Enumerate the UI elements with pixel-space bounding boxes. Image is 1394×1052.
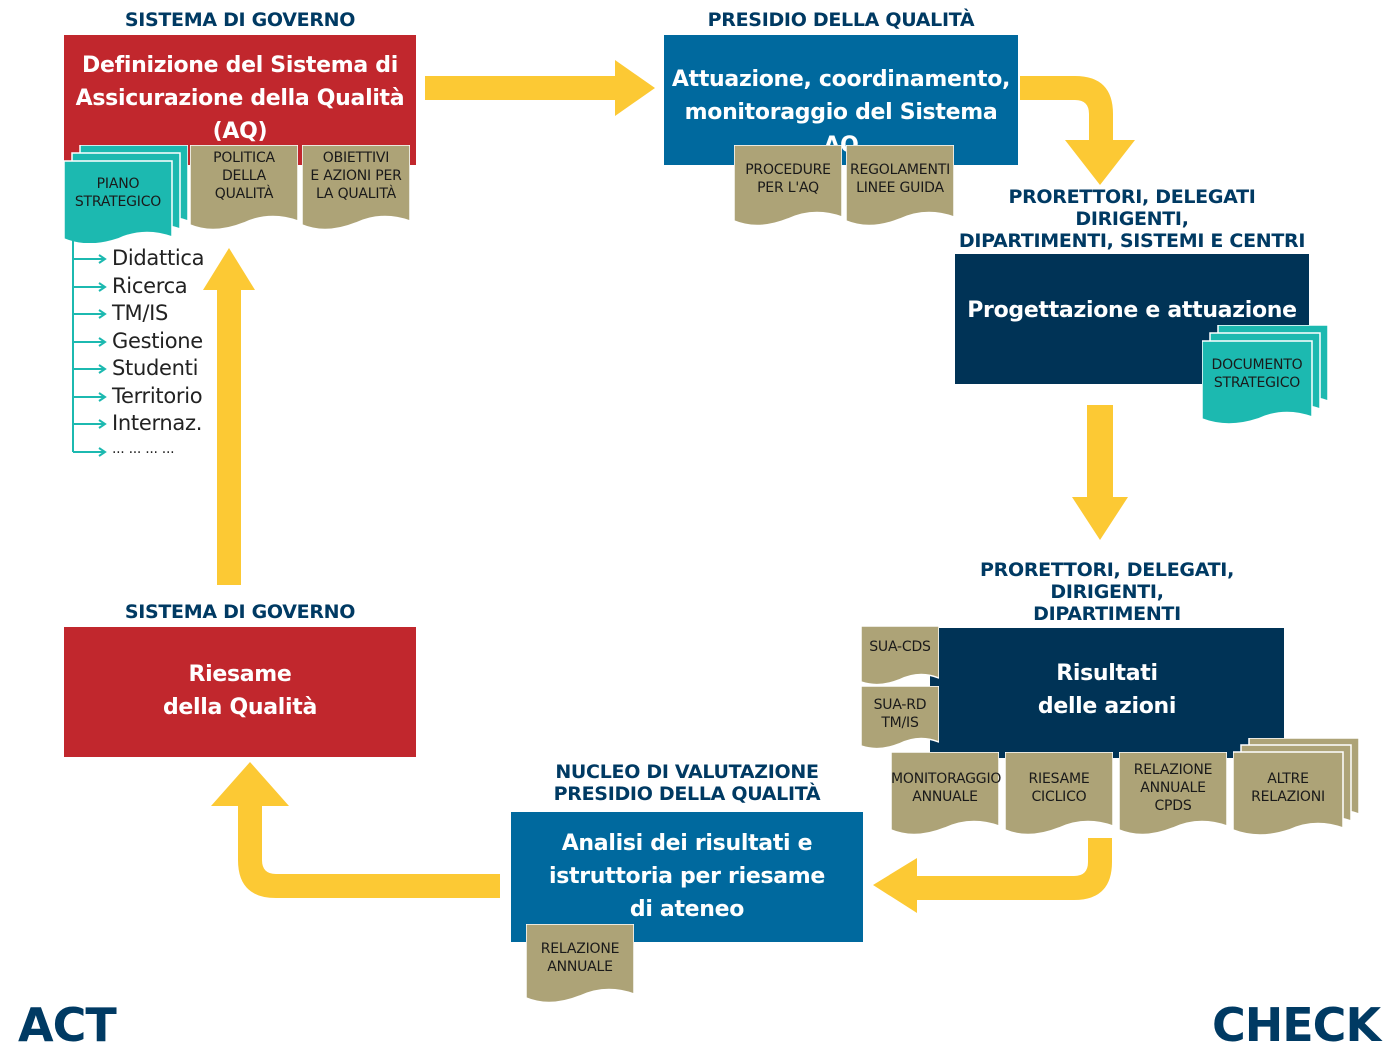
doc-icon [891, 752, 999, 836]
doc-stack-icon [1202, 325, 1328, 425]
doc-stack-icon [64, 145, 188, 243]
arrow-attuazione-to-progettazione [1020, 76, 1135, 185]
area-item: Gestione [112, 329, 203, 353]
doc-sua-rd: SUA-RD TM/IS [861, 686, 939, 750]
doc-politica-label: POLITICA DELLA QUALITÀ [213, 150, 275, 202]
doc-piano-strategico: PIANO STRATEGICO [64, 145, 188, 243]
doc-relazione-annuale: RELAZIONE ANNUALE [526, 924, 634, 1004]
heading-prorettori-progettazione: PRORETTORI, DELEGATI DIRIGENTI, DIPARTIM… [958, 186, 1306, 252]
box-riesame-label: Riesame della Qualità [162, 662, 317, 720]
box-risultati-label: Risultati delle azioni [1037, 661, 1177, 719]
heading-nucleo-valutazione: NUCLEO DI VALUTAZIONE PRESIDIO DELLA QUA… [553, 761, 821, 805]
pdca-check-label: CHECK [1212, 998, 1381, 1052]
doc-icon [861, 686, 939, 750]
area-item: ... ... ... ... [112, 441, 175, 457]
box-definizione-label: Definizione del Sistema di Assicurazione… [75, 53, 405, 144]
doc-altre-relazioni: ALTRE RELAZIONI [1233, 738, 1359, 838]
area-item: Ricerca [112, 274, 188, 298]
arrow-progettazione-to-risultati [1072, 405, 1128, 540]
arrow-definizione-to-attuazione [425, 60, 655, 116]
doc-obiettivi-label: OBIETTIVI E AZIONI PER LA QUALITÀ [310, 150, 402, 202]
area-item: TM/IS [112, 301, 169, 325]
doc-icon [861, 626, 939, 686]
doc-documento-label: DOCUMENTO STRATEGICO [1211, 357, 1303, 391]
box-definizione-sistema-aq: Definizione del Sistema di Assicurazione… [64, 35, 416, 165]
area-item: Didattica [112, 246, 205, 270]
box-attuazione-coordinamento: Attuazione, coordinamento, monitoraggio … [664, 35, 1018, 165]
box-analisi-label: Analisi dei risultati e istruttoria per … [548, 831, 826, 922]
doc-monitoraggio-label: MONITORAGGIO ANNUALE [891, 771, 1002, 805]
doc-sua-cds-label: SUA-CDS [869, 639, 931, 655]
heading-sistema-governo-bottom: SISTEMA DI GOVERNO [124, 601, 356, 623]
arrow-riesame-to-definizione [203, 248, 255, 585]
box-riesame-qualita: Riesame della Qualità [64, 627, 416, 757]
arrow-analisi-to-riesame [211, 762, 500, 898]
doc-politica-qualita: POLITICA DELLA QUALITÀ [190, 145, 298, 233]
doc-relazione-cpds: RELAZIONE ANNUALE CPDS [1119, 752, 1227, 838]
doc-icon [302, 145, 410, 231]
arrow-risultati-to-analisi [873, 838, 1112, 913]
doc-regolamenti-linee-guida: REGOLAMENTI LINEE GUIDA [846, 145, 954, 227]
doc-monitoraggio-annuale: MONITORAGGIO ANNUALE [891, 752, 1002, 838]
doc-documento-strategico: DOCUMENTO STRATEGICO [1202, 325, 1328, 425]
doc-altre-label: ALTRE RELAZIONI [1251, 771, 1325, 805]
doc-icon [734, 145, 842, 227]
doc-riesame-ciclico: RIESAME CICLICO [1005, 752, 1113, 838]
box-analisi-risultati: Analisi dei risultati e istruttoria per … [511, 812, 863, 942]
area-item: Studenti [112, 356, 199, 380]
doc-riesame-ciclico-label: RIESAME CICLICO [1028, 771, 1090, 805]
doc-sua-rd-label: SUA-RD TM/IS [873, 697, 927, 731]
doc-obiettivi-azioni: OBIETTIVI E AZIONI PER LA QUALITÀ [302, 145, 410, 233]
heading-sistema-governo-top: SISTEMA DI GOVERNO [124, 9, 356, 31]
doc-sua-cds: SUA-CDS [861, 626, 939, 686]
doc-procedure-aq: PROCEDURE PER L'AQ [734, 145, 842, 227]
box-risultati-azioni: Risultati delle azioni [930, 628, 1284, 758]
doc-icon [846, 145, 954, 227]
doc-icon [1119, 752, 1227, 836]
doc-procedure-label: PROCEDURE PER L'AQ [745, 162, 831, 196]
doc-relazione-cpds-label: RELAZIONE ANNUALE CPDS [1133, 762, 1213, 814]
doc-stack-icon [1233, 738, 1359, 836]
doc-relazione-annuale-label: RELAZIONE ANNUALE [540, 941, 620, 975]
doc-icon [1005, 752, 1113, 836]
box-progettazione-label: Progettazione e attuazione [967, 298, 1297, 323]
doc-icon [526, 924, 634, 1004]
doc-regolamenti-label: REGOLAMENTI LINEE GUIDA [849, 162, 951, 196]
heading-presidio-qualita: PRESIDIO DELLA QUALITÀ [707, 9, 975, 31]
box-attuazione-label: Attuazione, coordinamento, monitoraggio … [671, 67, 1011, 158]
area-item: Territorio [112, 384, 203, 408]
area-item: Internaz. [112, 411, 203, 435]
doc-icon [190, 145, 298, 231]
heading-prorettori-risultati: PRORETTORI, DELEGATI, DIRIGENTI, DIPARTI… [980, 559, 1234, 625]
doc-piano-label: PIANO STRATEGICO [74, 176, 162, 210]
box-progettazione-attuazione: Progettazione e attuazione [955, 254, 1309, 384]
pdca-act-label: ACT [18, 998, 117, 1052]
areas-connectors [72, 240, 107, 457]
